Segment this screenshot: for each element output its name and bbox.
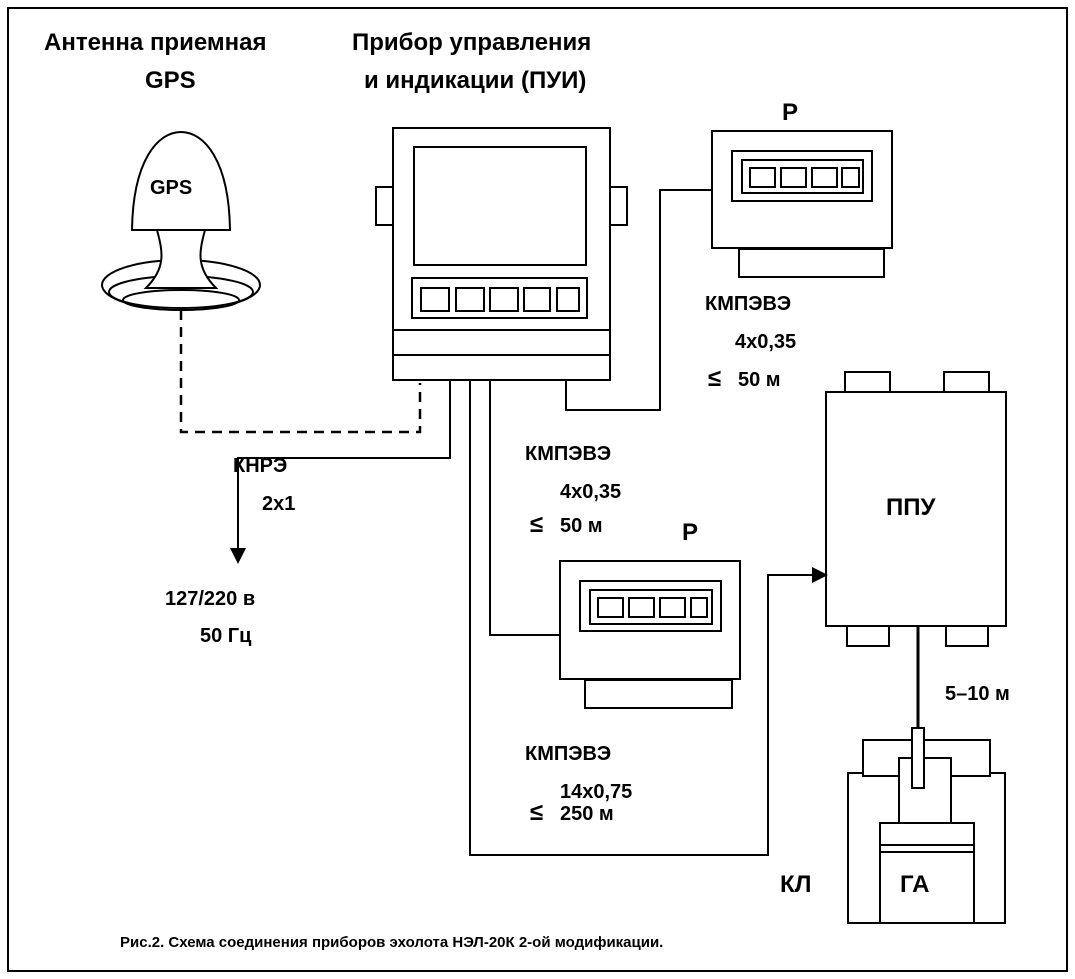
- antenna-title-line1: Антенна приемная: [44, 29, 266, 56]
- cable-top-length: 50 м: [738, 369, 781, 391]
- ppu-unit: [825, 371, 1007, 647]
- ppu-transducer-distance: 5–10 м: [945, 683, 1010, 705]
- repeater-top: [711, 130, 893, 278]
- pui-title-line2: и индикации (ПУИ): [364, 67, 586, 94]
- gps-cable-line: [179, 310, 422, 434]
- cable-bot-length: 250 м: [560, 803, 614, 825]
- power-cable-spec: 2x1: [262, 493, 295, 515]
- repeater-bottom: [559, 560, 741, 709]
- cable-top-repeater-line: [565, 189, 712, 411]
- cable-mid-spec: 4x0,35: [560, 481, 621, 503]
- gps-antenna-icon: [101, 130, 261, 311]
- repeater-top-label: Р: [782, 99, 798, 126]
- cable-top-spec: 4x0,35: [735, 331, 796, 353]
- transducer-assembly: [847, 727, 1006, 924]
- cable-bot-spec: 14x0,75: [560, 781, 632, 803]
- power-cable-type: КНРЭ: [233, 455, 287, 477]
- gps-dome-label: GPS: [150, 177, 192, 199]
- pui-title-line1: Прибор управления: [352, 29, 591, 56]
- ppu-arrow-icon: [812, 567, 828, 583]
- power-cable-line: [237, 380, 451, 548]
- cable-top-leq: ≤: [708, 365, 721, 392]
- power-voltage: 127/220 в: [165, 588, 255, 610]
- cable-bot-leq: ≤: [530, 799, 543, 826]
- figure-caption: Рис.2. Схема соединения приборов эхолота…: [120, 934, 663, 951]
- cable-mid-leq: ≤: [530, 511, 543, 538]
- cable-top-type: КМПЭВЭ: [705, 293, 791, 315]
- repeater-bottom-label: Р: [682, 519, 698, 546]
- cable-mid-type: КМПЭВЭ: [525, 443, 611, 465]
- antenna-title-line2: GPS: [145, 67, 196, 94]
- power-frequency: 50 Гц: [200, 625, 252, 647]
- pui-device: [375, 127, 628, 381]
- kl-label: КЛ: [780, 871, 812, 898]
- power-arrow-icon: [230, 548, 246, 564]
- ppu-label: ППУ: [886, 494, 937, 521]
- cable-bottom-repeater-line: [489, 380, 560, 636]
- cable-mid-length: 50 м: [560, 515, 603, 537]
- ga-label: ГА: [900, 871, 929, 898]
- cable-bot-type: КМПЭВЭ: [525, 743, 611, 765]
- cable-ppu-line: [469, 380, 812, 856]
